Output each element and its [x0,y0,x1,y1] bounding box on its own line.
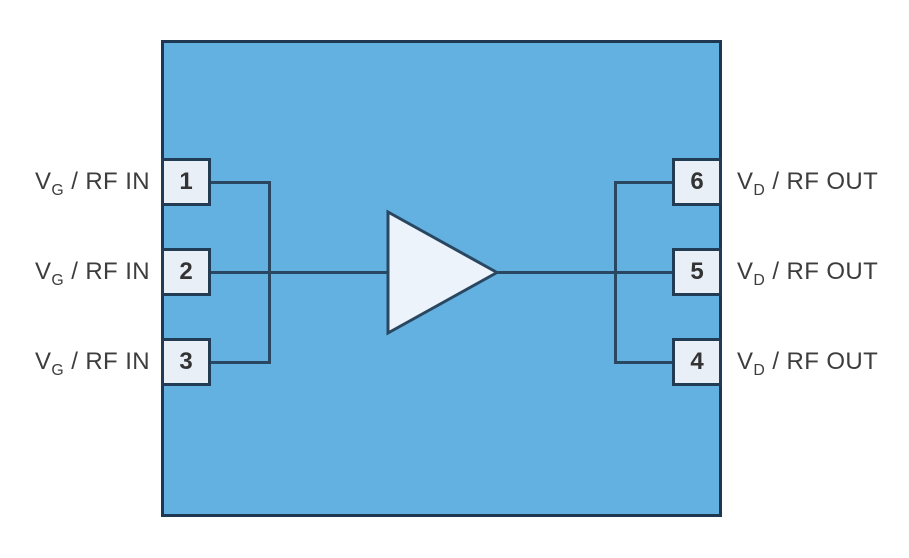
wire-right-vertical [614,181,617,364]
pin-4-label: VD / RF OUT [737,347,909,379]
amplifier-triangle [386,209,500,336]
pin-3-label-sub: G [51,361,65,379]
pin-2-label-base: V [34,258,52,285]
pin-5-label-base: V [737,258,754,285]
pin-3-box: 3 [161,338,211,386]
pin-3-label: VG / RF IN [0,347,150,379]
pin-2-label: VG / RF IN [0,257,150,289]
pin-5-box: 5 [672,248,722,296]
pin-6-label-rest: / RF OUT [765,168,879,195]
pin-4-label-sub: D [753,361,766,379]
pin-1-label-sub: G [51,181,65,199]
pin-6-label-sub: D [753,181,766,199]
pin-4-box: 4 [672,338,722,386]
pin-5-label-sub: D [753,271,766,289]
wire-left-stub-bottom [211,361,271,364]
pin-5-label: VD / RF OUT [737,257,909,289]
pin-1-label-base: V [34,168,52,195]
pin-4-label-base: V [737,348,754,375]
wire-right-stub-top [614,181,674,184]
pin-1-box: 1 [161,158,211,206]
amplifier-icon [386,209,500,336]
pin-2-label-rest: / RF IN [64,258,150,285]
wire-right-stub-bottom [614,361,674,364]
pin-4-label-rest: / RF OUT [765,348,879,375]
wire-left-stub-top [211,181,271,184]
pin-3-label-base: V [34,348,52,375]
pin-2-label-sub: G [51,271,65,289]
pin-6-label: VD / RF OUT [737,167,909,199]
pin-6-label-base: V [737,168,754,195]
pin-5-label-rest: / RF OUT [765,258,879,285]
pin-2-box: 2 [161,248,211,296]
pin-6-box: 6 [672,158,722,206]
pin-1-label-rest: / RF IN [64,168,150,195]
pin-3-label-rest: / RF IN [64,348,150,375]
pin-1-label: VG / RF IN [0,167,150,199]
